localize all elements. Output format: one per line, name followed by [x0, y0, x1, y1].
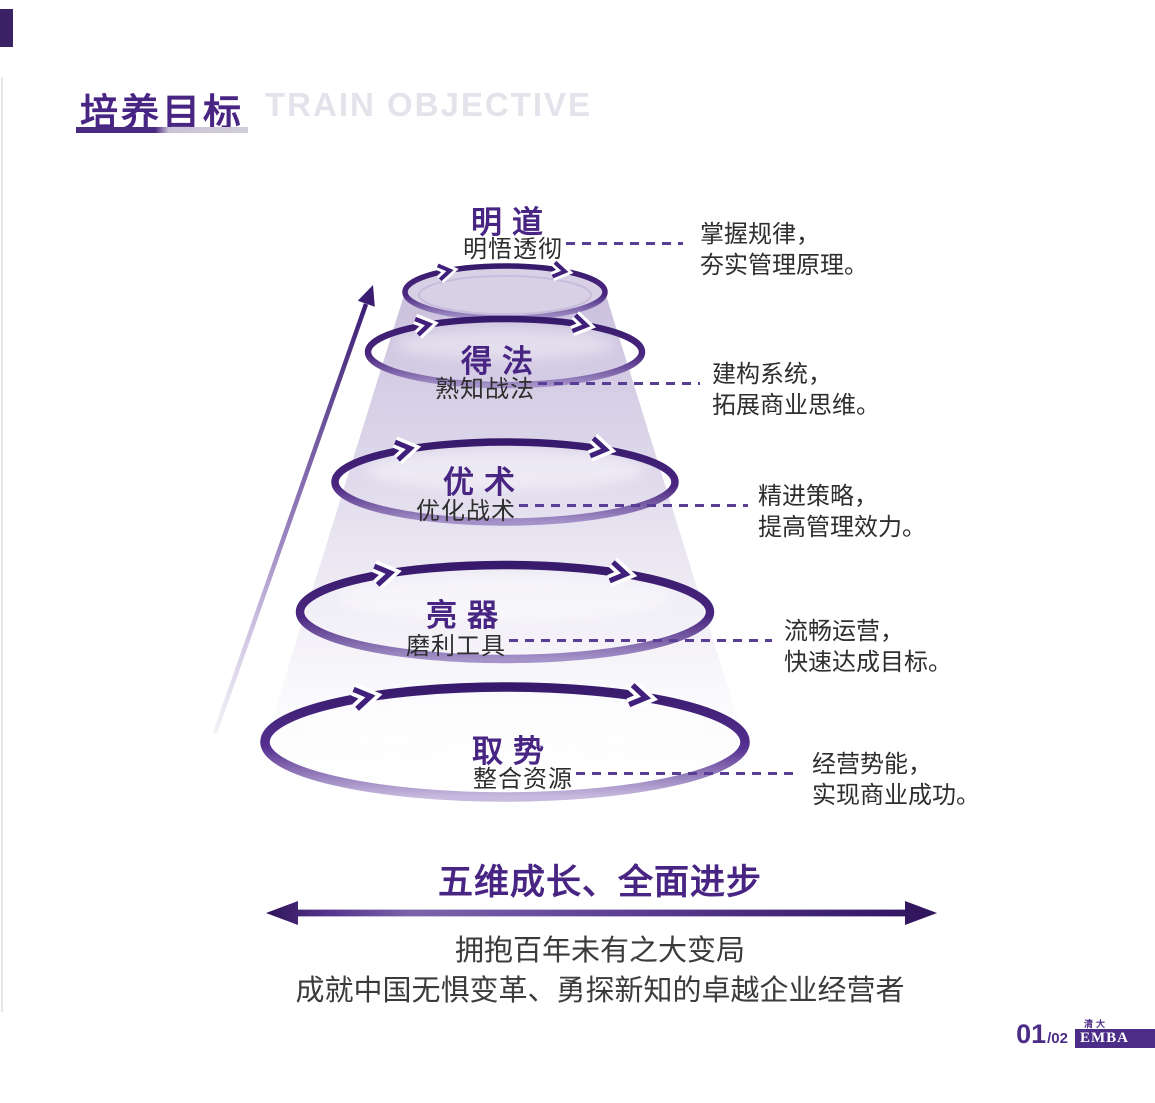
level-4-desc-line1: 流畅运营，	[784, 618, 904, 645]
page-edge-line	[1, 77, 3, 1012]
brand-logo-chinese: 清大	[1084, 1019, 1109, 1029]
chevron-icon	[392, 436, 422, 465]
level-5-desc-line2: 实现商业成功。	[812, 782, 980, 809]
level-1-title: 明道	[471, 205, 553, 240]
level-5-keyword: 整合资源	[473, 766, 573, 793]
ring-highlight	[365, 450, 645, 490]
chevron-icon	[413, 313, 439, 339]
level-5-title: 取势	[472, 734, 554, 769]
funnel-body	[250, 292, 760, 790]
level-3-description: 精进策略， 提高管理效力。	[758, 481, 926, 543]
level-4-title: 亮器	[426, 598, 508, 633]
level-4-connector	[509, 639, 772, 642]
chevron-icon	[587, 433, 617, 462]
chevron-icon	[626, 680, 659, 711]
level-2-title: 得法	[461, 344, 543, 379]
level-4-keyword: 磨利工具	[406, 633, 506, 660]
level-5-connector	[576, 772, 800, 775]
level-4-desc-line2: 快速达成目标。	[784, 649, 952, 676]
chevron-icon	[550, 258, 574, 281]
closing-line-1: 拥抱百年未有之大变局	[454, 935, 745, 967]
level-3-desc-line1: 精进策略，	[758, 483, 878, 510]
ring-3	[331, 438, 679, 526]
level-3-connector	[519, 504, 748, 507]
level-5-desc-line1: 经营势能，	[812, 751, 932, 778]
chevron-icon	[607, 557, 638, 587]
level-2-desc-line2: 拓展商业思维。	[712, 392, 880, 419]
title-underline	[76, 127, 248, 133]
level-3-keyword: 优化战术	[416, 498, 516, 525]
level-2-connector	[538, 382, 700, 385]
level-1-description: 掌握规律， 夯实管理原理。	[700, 219, 868, 281]
ring-1-inner-rim	[418, 275, 592, 315]
level-1-desc-line2: 夯实管理原理。	[700, 252, 868, 279]
ring-highlight	[395, 328, 615, 360]
closing-line-2: 成就中国无惧变革、勇探新知的卓越企业经营者	[295, 975, 905, 1007]
level-4-description: 流畅运营， 快速达成目标。	[784, 616, 952, 678]
level-2-keyword: 熟知战法	[435, 376, 535, 403]
ring-5	[260, 682, 750, 802]
ascend-arrow-icon	[212, 285, 375, 734]
ring-2	[364, 315, 646, 389]
page-corner-mark	[0, 9, 13, 47]
chevron-icon	[351, 683, 383, 714]
brand-logo-emba: EMBA	[1075, 1029, 1155, 1048]
brand-logo: 清大 EMBA	[1075, 1019, 1155, 1048]
chevron-icon	[570, 311, 597, 337]
level-1-desc-line1: 掌握规律，	[700, 221, 820, 248]
ring-4	[295, 560, 715, 664]
level-2-desc-line1: 建构系统，	[712, 361, 832, 388]
level-2-description: 建构系统， 拓展商业思维。	[712, 359, 880, 421]
ring-1	[402, 263, 608, 321]
level-1-keyword: 明悟透彻	[463, 236, 563, 263]
level-3-title: 优术	[443, 465, 525, 500]
growth-axis-arrow-icon	[266, 901, 937, 925]
page-number-total: /02	[1047, 1030, 1068, 1047]
growth-headline: 五维成长、全面进步	[437, 863, 762, 902]
page-subtitle-en: TRAIN OBJECTIVE	[265, 86, 593, 123]
chevron-icon	[435, 261, 459, 284]
level-5-description: 经营势能， 实现商业成功。	[812, 749, 980, 811]
ring-highlight	[335, 574, 675, 622]
level-1-connector	[566, 242, 683, 245]
chevron-icon	[371, 560, 402, 590]
ring-highlight	[305, 698, 705, 754]
level-3-desc-line2: 提高管理效力。	[758, 514, 926, 541]
page-number-current: 01	[1016, 1019, 1047, 1049]
page-footer: 01 /02 清大 EMBA	[1016, 1019, 1155, 1048]
